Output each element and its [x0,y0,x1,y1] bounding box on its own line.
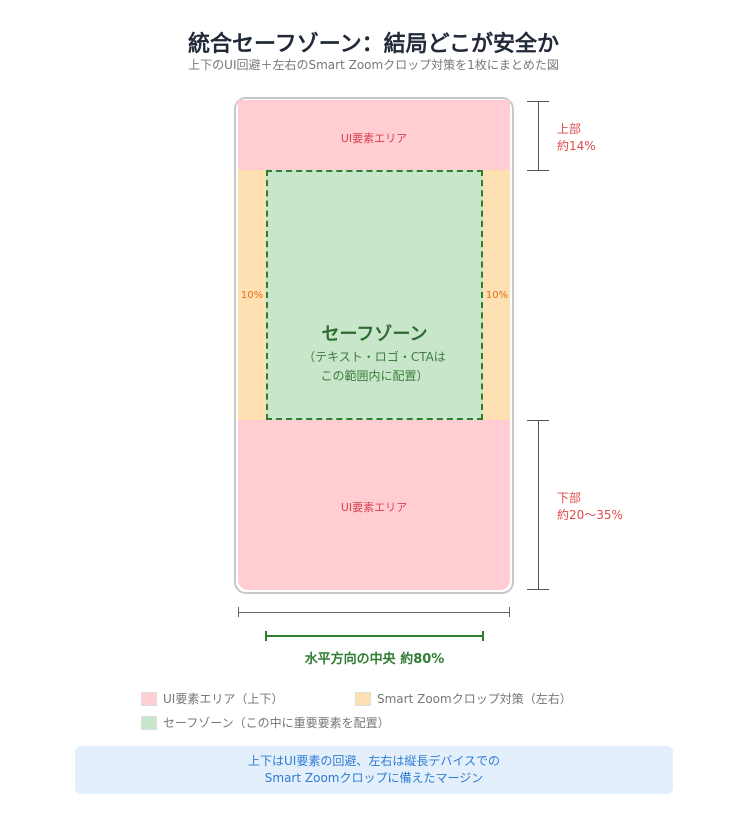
safe-width-tick [265,631,267,641]
legend-swatch [355,691,371,706]
page-title: 統合セーフゾーン：結局どこが安全か [188,32,559,57]
top-dim-label-2: 約14% [557,139,596,153]
bottom-ui-area [238,420,510,590]
note-box: 上下はUI要素の回避、左右は縦長デバイスでの Smart Zoomクロップに備え… [75,746,673,794]
bottom-dim-label: 下部 約20〜35% [557,490,623,524]
safe-zone-title: セーフゾーン [321,324,428,345]
full-width-tick [238,607,239,617]
legend-label: セーフゾーン（この中に重要要素を配置） [163,716,390,730]
full-width-tick [509,607,510,617]
safe-zone-sub-line1: （テキスト・ロゴ・CTAは [303,350,446,364]
right-crop-margin [483,170,510,420]
bottom-dim-label-2: 約20〜35% [557,508,623,522]
top-dim-label-1: 上部 [557,122,582,136]
top-dim-label: 上部 約14% [557,121,596,155]
safe-zone [266,170,483,420]
safe-zone-description: （テキスト・ロゴ・CTAは この範囲内に配置） [266,348,483,386]
note-line2: Smart Zoomクロップに備えたマージン [264,771,484,785]
bottom-dim-line [538,420,539,589]
right-margin-label: 10% [485,290,509,301]
bottom-dim-cap [527,589,549,590]
legend-label: UI要素エリア（上下） [163,692,284,706]
legend-label: Smart Zoomクロップ対策（左右） [377,692,572,706]
legend-item-safe: セーフゾーン（この中に重要要素を配置） [141,714,390,731]
legend-item-crop: Smart Zoomクロップ対策（左右） [355,690,572,707]
safe-width-tick [482,631,484,641]
page-subtitle: 上下のUI回避＋左右のSmart Zoomクロップ対策を1枚にまとめた図 [188,58,559,72]
top-area-label: UI要素エリア [340,132,408,145]
bottom-area-label: UI要素エリア [340,501,408,514]
top-dim-line [538,101,539,170]
legend-swatch [141,691,157,706]
top-ui-area [238,100,510,170]
safe-zone-sub-line2: この範囲内に配置） [320,369,429,383]
bottom-dim-label-1: 下部 [557,491,582,505]
top-dim-cap [527,170,549,171]
full-width-line [238,612,510,613]
safe-width-line [266,635,483,637]
legend-swatch [141,715,157,730]
note-line1: 上下はUI要素の回避、左右は縦長デバイスでの [248,754,500,768]
left-margin-label: 10% [240,290,264,301]
horizontal-label: 水平方向の中央 約80% [304,652,445,667]
legend-item-ui: UI要素エリア（上下） [141,690,283,707]
left-crop-margin [238,170,266,420]
